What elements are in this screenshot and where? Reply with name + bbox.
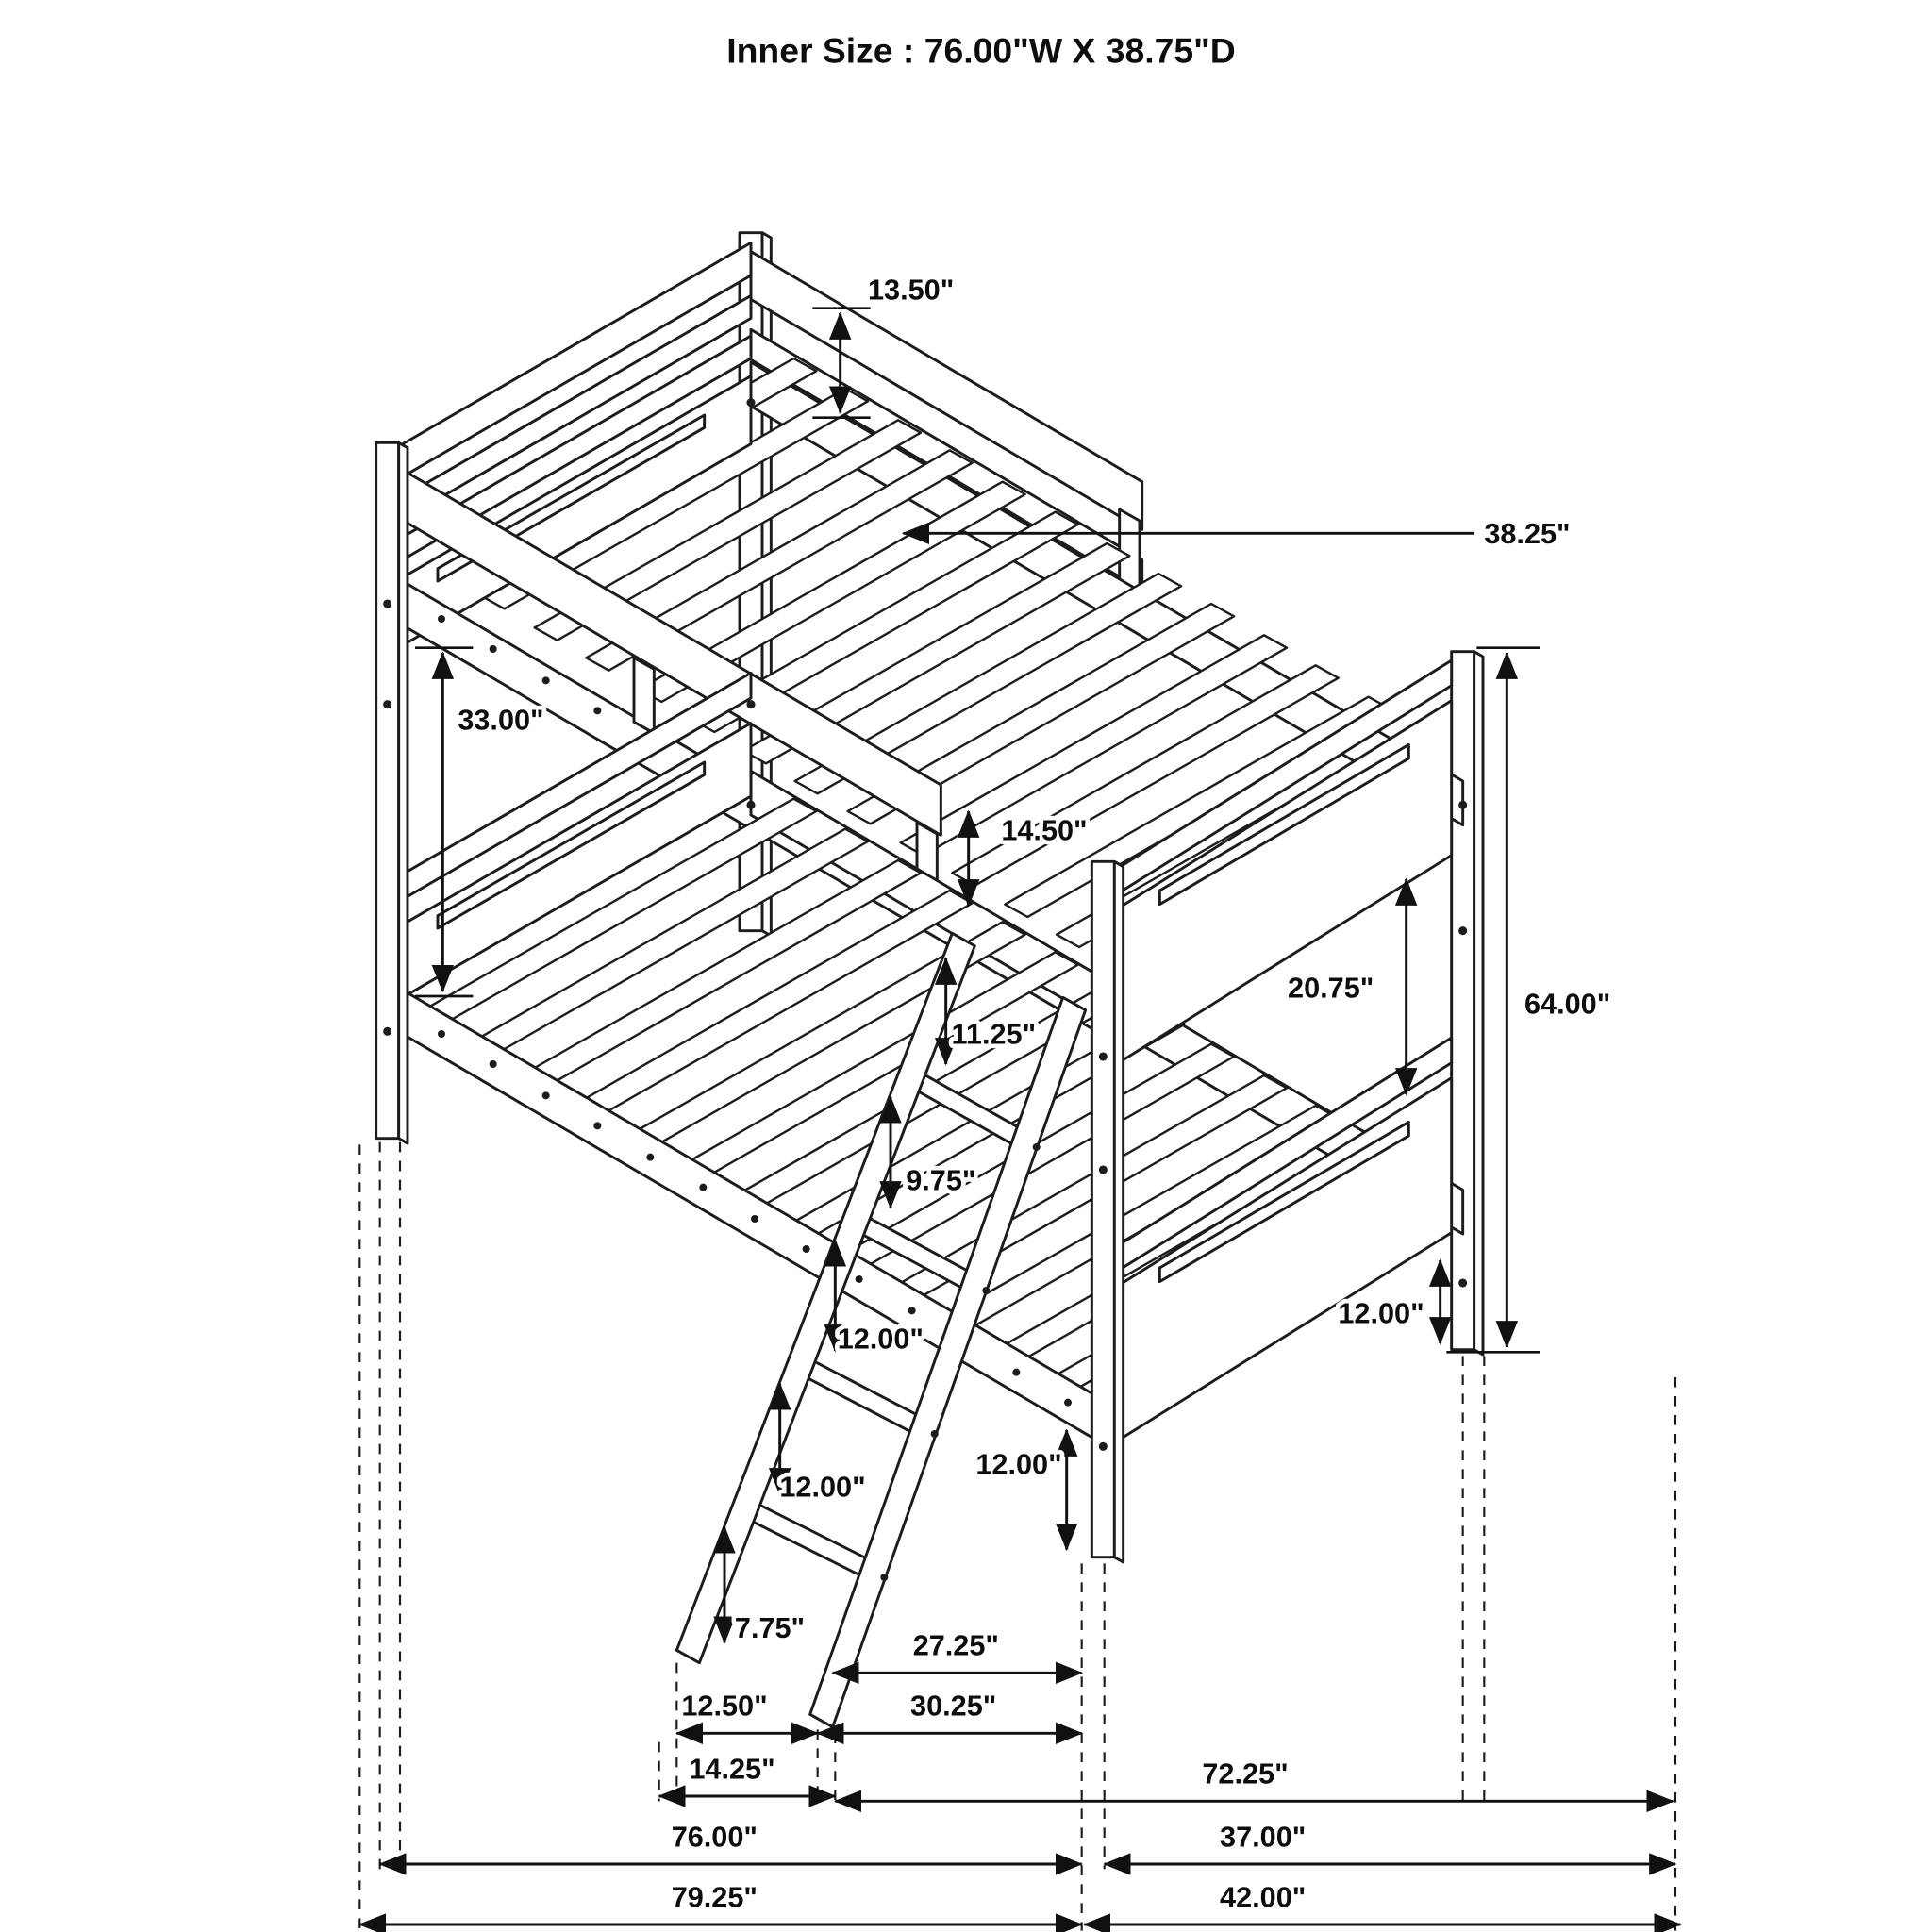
diagram-title: Inner Size : 76.00"W X 38.75"D	[726, 31, 1236, 71]
front-guard-rail	[393, 463, 942, 901]
dimension-lines	[358, 307, 1682, 1932]
dim-label-ladder-top-spacing: 11.25"	[952, 1019, 1037, 1051]
dimension-labels: 13.50" 38.25" 33.00" 14.50" 20.75" 64.00…	[454, 270, 1615, 1918]
dim-label-bed-length: 76.00"	[672, 1821, 758, 1853]
dim-label-step-spacing-3: 12.00"	[779, 1472, 865, 1504]
dim-label-step-spacing-2: 12.00"	[838, 1323, 924, 1355]
dim-label-step-spacing-1: 9.75"	[906, 1164, 975, 1196]
dim-label-ladder-foot-to-post: 27.25"	[913, 1630, 999, 1662]
rear-right-post	[1450, 650, 1485, 1357]
dim-label-bed-depth: 37.00"	[1220, 1821, 1306, 1853]
dim-label-inner-length: 72.25"	[1202, 1758, 1288, 1790]
front-left-post	[375, 441, 409, 1145]
dim-label-overall-length: 79.25"	[672, 1881, 758, 1913]
dim-label-floor-to-panel: 12.00"	[1338, 1298, 1424, 1330]
dim-label-overall-height: 64.00"	[1524, 989, 1610, 1021]
dim-label-ladder-span: 30.25"	[910, 1690, 996, 1723]
dim-label-ladder-bottom-spacing: 7.75"	[735, 1612, 805, 1644]
front-right-post	[1090, 859, 1125, 1564]
bed-frame	[375, 231, 1485, 1729]
dim-label-bunk-clearance: 33.00"	[458, 704, 543, 736]
dim-label-floor-to-rail: 12.00"	[975, 1449, 1061, 1481]
dim-label-rear-guard-height: 13.50"	[868, 274, 954, 306]
dim-label-ladder-foot-width: 14.25"	[689, 1753, 774, 1785]
footboard-lower	[1112, 1036, 1454, 1444]
footboard-upper	[1112, 658, 1454, 1067]
dim-label-overall-depth: 42.00"	[1220, 1881, 1306, 1913]
post-screws	[383, 398, 1468, 1451]
dim-label-panel-gap: 20.75"	[1288, 972, 1374, 1004]
dim-label-slat-depth: 38.25"	[1484, 518, 1570, 550]
dim-label-front-guard-height: 14.50"	[1001, 815, 1087, 847]
dim-label-ladder-width: 12.50"	[681, 1690, 767, 1723]
